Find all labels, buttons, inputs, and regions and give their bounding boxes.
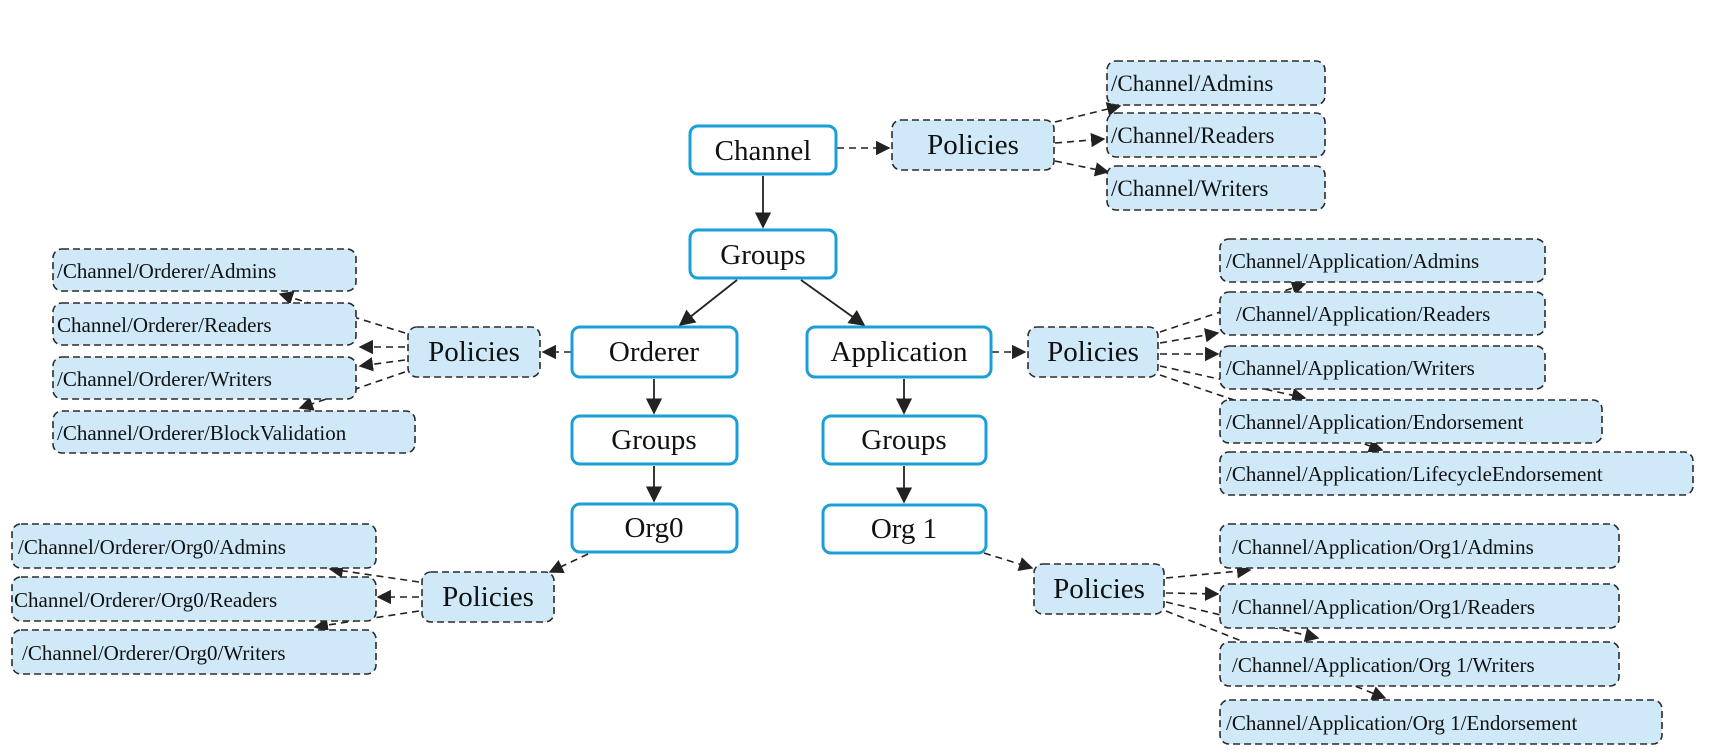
application-policy-item-text: /Channel/Application/Admins <box>1226 249 1479 273</box>
application-groups-node: Groups <box>821 414 988 466</box>
org0-label: Org0 <box>624 512 683 544</box>
org1-policy-item-text: /Channel/Application/Org 1/Writers <box>1232 653 1535 677</box>
channel-policies-node: Policies <box>891 119 1055 171</box>
policy-arrow <box>1054 132 1106 148</box>
orderer-policies-node: Policies <box>407 326 541 378</box>
orderer-groups-node: Groups <box>570 414 739 466</box>
policy-arrow <box>1165 586 1220 601</box>
org0-node: Org0 <box>570 502 739 554</box>
channel-policy-item: /Channel/Admins <box>1106 60 1326 106</box>
channel-policy-item: /Channel/Readers <box>1106 112 1326 158</box>
orderer-policies-label: Policies <box>428 336 520 368</box>
orderer-node: Orderer <box>570 325 739 379</box>
org0-policy-item-text: /Channel/Orderer/Org0/Writers <box>22 641 286 665</box>
org0-policy-item: Channel/Orderer/Org0/Readers <box>11 576 377 622</box>
orderer-policy-item: /Channel/Orderer/BlockValidation <box>52 410 416 454</box>
application-policy-item-text: /Channel/Application/Readers <box>1236 302 1490 326</box>
application-policies-node: Policies <box>1027 326 1159 378</box>
hierarchy-arrow <box>678 279 738 327</box>
orderer-policy-item-text: Channel/Orderer/Readers <box>57 313 272 337</box>
org0-policy-item: /Channel/Orderer/Org0/Writers <box>11 629 377 675</box>
application-policy-item-text: /Channel/Application/LifecycleEndorsemen… <box>1226 462 1603 486</box>
application-policy-item: /Channel/Application/Endorsement <box>1219 399 1603 444</box>
org0-policies-label: Policies <box>442 581 534 613</box>
channel-groups-node: Groups <box>688 228 838 280</box>
channel-policies-label: Policies <box>927 129 1019 161</box>
policy-arrow <box>298 371 406 411</box>
orderer-policy-item-text: /Channel/Orderer/BlockValidation <box>57 421 347 445</box>
orderer-policy-item-text: /Channel/Orderer/Admins <box>57 259 276 283</box>
org0-policy-item-text: Channel/Orderer/Org0/Readers <box>14 588 277 612</box>
orderer-policy-item: Channel/Orderer/Readers <box>52 302 357 346</box>
org0-policy-item: /Channel/Orderer/Org0/Admins <box>11 523 377 569</box>
org1-policy-item: /Channel/Application/Org 1/Writers <box>1219 641 1620 687</box>
policy-arrow <box>1165 564 1252 579</box>
application-groups-label: Groups <box>861 424 946 456</box>
orderer-policy-item: /Channel/Orderer/Writers <box>52 356 357 400</box>
application-policy-item: /Channel/Application/Readers <box>1219 291 1546 336</box>
org1-policy-item: /Channel/Application/Org1/Admins <box>1219 523 1620 569</box>
orderer-policy-item-text: /Channel/Orderer/Writers <box>57 367 272 391</box>
org1-policy-item: /Channel/Application/Org1/Readers <box>1219 583 1620 629</box>
orderer-policy-item: /Channel/Orderer/Admins <box>52 248 357 292</box>
application-policy-item: /Channel/Application/Admins <box>1219 238 1546 283</box>
channel-policy-item-text: /Channel/Writers <box>1111 176 1269 201</box>
orderer-label: Orderer <box>609 336 700 368</box>
channel-groups-label: Groups <box>720 239 805 271</box>
org1-policies-label: Policies <box>1053 573 1145 605</box>
org1-policy-item-text: /Channel/Application/Org 1/Endorsement <box>1226 711 1577 735</box>
channel-policy-item: /Channel/Writers <box>1106 165 1326 211</box>
application-label: Application <box>831 336 968 368</box>
policy-arrow <box>328 563 420 583</box>
application-policy-item: /Channel/Application/Writers <box>1219 345 1546 390</box>
policy-arrow <box>358 357 406 372</box>
application-policy-item-text: /Channel/Application/Endorsement <box>1226 410 1524 434</box>
org1-policies-node: Policies <box>1033 563 1165 615</box>
org1-policy-item-text: /Channel/Application/Org1/Readers <box>1232 595 1535 619</box>
org1-policy-item-text: /Channel/Application/Org1/Admins <box>1232 535 1534 559</box>
org0-policy-item-text: /Channel/Orderer/Org0/Admins <box>18 535 286 559</box>
hierarchy-arrow <box>800 279 866 326</box>
application-policies-label: Policies <box>1047 336 1139 368</box>
policy-arrow <box>1159 328 1220 344</box>
application-node: Application <box>805 325 993 379</box>
org1-policy-item: /Channel/Application/Org 1/Endorsement <box>1219 699 1663 745</box>
policy-arrow <box>1054 160 1110 177</box>
orderer-groups-label: Groups <box>611 424 696 456</box>
org1-node: Org 1 <box>821 503 988 555</box>
org0-policies-node: Policies <box>421 571 555 623</box>
application-policy-item: /Channel/Application/LifecycleEndorsemen… <box>1219 451 1694 496</box>
policy-arrow <box>983 552 1034 572</box>
application-policy-item-text: /Channel/Application/Writers <box>1226 356 1475 380</box>
policy-arrow <box>548 553 589 573</box>
org1-label: Org 1 <box>871 513 937 545</box>
channel-label: Channel <box>715 135 812 167</box>
channel-policy-item-text: /Channel/Admins <box>1111 71 1273 96</box>
channel-node: Channel <box>688 124 838 176</box>
channel-policy-item-text: /Channel/Readers <box>1111 123 1275 148</box>
